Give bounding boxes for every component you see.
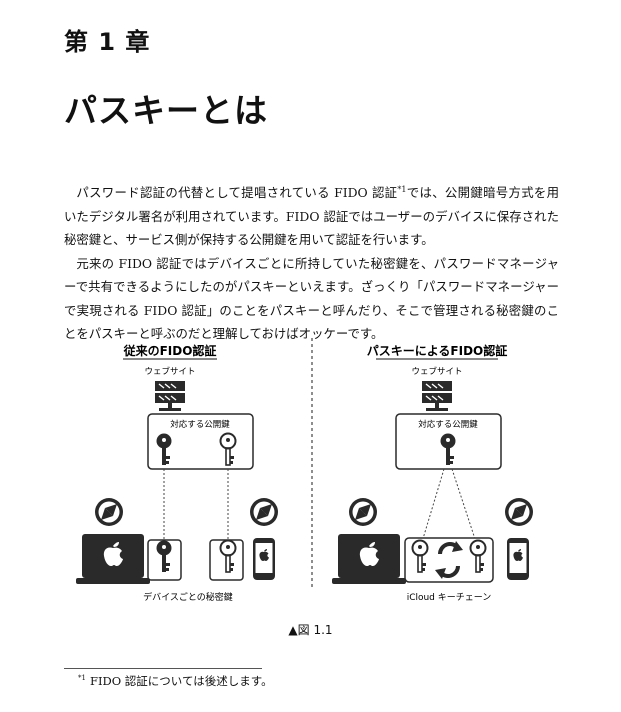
footnote-text: FIDO 認証については後述します。 xyxy=(89,674,273,688)
right-server-icon xyxy=(421,380,453,412)
left-footer-label: デバイスごとの秘密鍵 xyxy=(143,591,233,603)
laptop-icon xyxy=(332,534,406,584)
paragraph-2: 元来の FIDO 認証ではデバイスごとに所持していた秘密鍵を、パスワードマネージ… xyxy=(64,255,559,342)
left-website-label: ウェブサイト xyxy=(144,366,195,377)
right-connector-2 xyxy=(451,468,477,543)
paragraph-1-text-a: パスワード認証の代替として提唱されている FIDO 認証 xyxy=(76,185,398,201)
phone-icon xyxy=(507,538,529,580)
chapter-title: パスキーとは xyxy=(64,91,268,130)
left-server-icon xyxy=(154,380,186,412)
paragraph-1-text-b: では、公開鍵暗号方式を用いたデジタル署名が利用されています。FIDO 認証ではユ… xyxy=(64,185,560,248)
body-text: パスワード認証の代替として提唱されている FIDO 認証*1では、公開鍵暗号方式… xyxy=(64,178,559,346)
sync-icon xyxy=(435,541,463,579)
compass-icon xyxy=(249,497,279,527)
compass-icon xyxy=(504,497,534,527)
right-public-key-label: 対応する公開鍵 xyxy=(418,419,478,430)
figure-caption: ▲図 1.1 xyxy=(288,623,333,637)
left-panel-heading: 従来のFIDO認証 xyxy=(123,343,217,358)
right-footer-label: iCloud キーチェーン xyxy=(407,592,492,603)
figure-diagram: 従来のFIDO認証 ウェブサイト 対応する公開鍵 デバイスごとの秘密鍵 パスキー… xyxy=(76,338,534,603)
compass-icon xyxy=(94,497,124,527)
right-connector-1 xyxy=(421,468,445,543)
phone-icon xyxy=(253,538,275,580)
compass-icon xyxy=(348,497,378,527)
right-website-label: ウェブサイト xyxy=(411,366,462,377)
laptop-icon xyxy=(76,534,150,584)
figure-1-1: 従来のFIDO認証 ウェブサイト 対応する公開鍵 デバイスごとの秘密鍵 パスキー… xyxy=(60,330,565,620)
chapter-label: 第 1 章 xyxy=(64,28,151,56)
right-panel-heading: パスキーによるFIDO認証 xyxy=(367,343,507,358)
left-public-key-label: 対応する公開鍵 xyxy=(170,419,230,430)
paragraph-1: パスワード認証の代替として提唱されている FIDO 認証*1では、公開鍵暗号方式… xyxy=(64,178,559,252)
footnote-mark: *1 xyxy=(78,674,86,683)
footnote-ref[interactable]: *1 xyxy=(397,185,407,194)
footnote-rule xyxy=(64,668,262,669)
